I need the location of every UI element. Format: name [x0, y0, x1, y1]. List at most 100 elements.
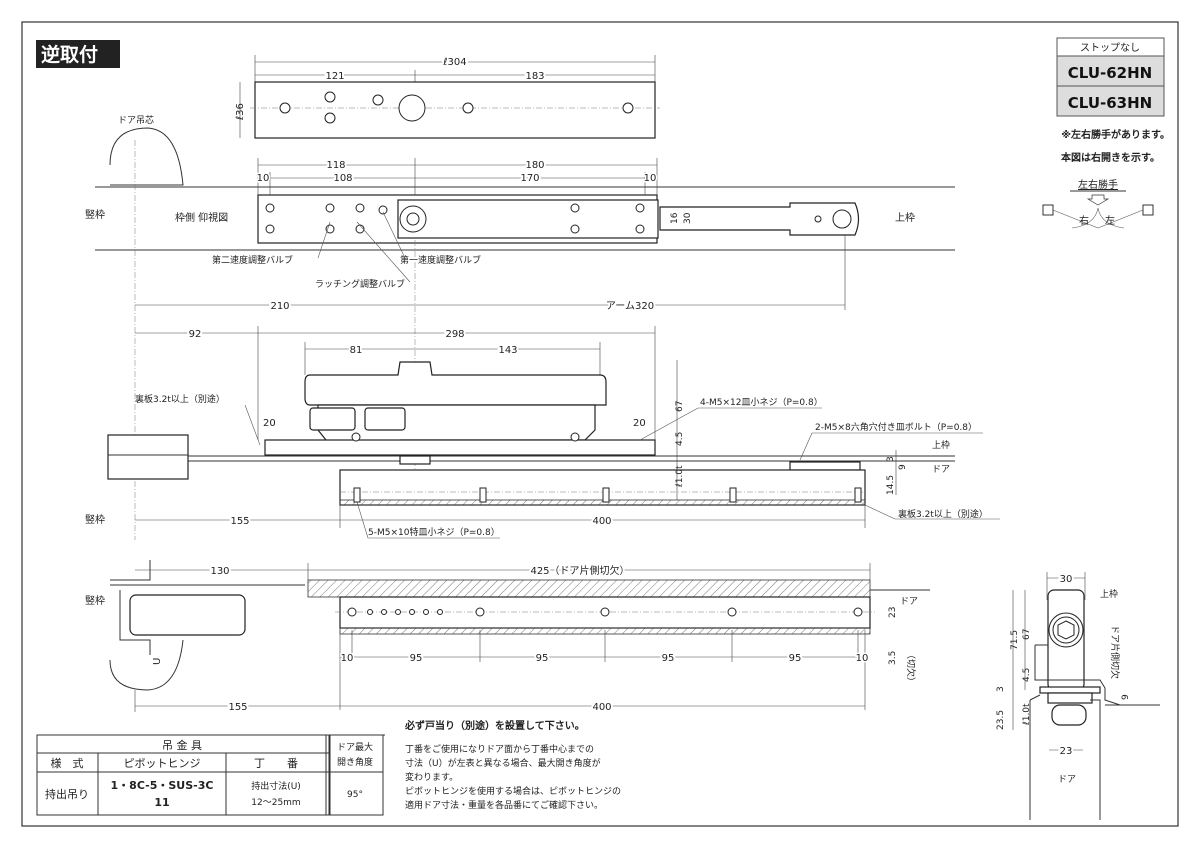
valve-1-label: 第一速度調整バルブ [400, 254, 481, 266]
dim-4-5: 4.5 [675, 432, 685, 446]
dim-20-left: 20 [263, 418, 276, 429]
pitch-dim: 95 [662, 653, 675, 664]
dim-16: 16 [670, 212, 680, 224]
screw-label-1: 4-M5×12皿小ネジ（P=0.8） [700, 397, 823, 408]
u-label: U [152, 658, 163, 665]
dim-143: 143 [498, 345, 517, 356]
note-line: 寸法（U）が左表と異なる場合、最大開き角度が [405, 757, 601, 769]
dim-plate-height: ℓ36 [235, 103, 246, 120]
model-box-header: ストップなし [1080, 42, 1140, 54]
section-detail: 30 上枠 71.5 67 4.5 3 23.5 ℓ1.0t 23 ドア ドア片… [996, 572, 1160, 820]
dim-30: 30 [683, 212, 693, 224]
vertical-frame-label-plan: 竪枠 [85, 594, 105, 607]
frame-view: ドア吊芯 竪枠 枠側 仰視図 上枠 118 180 10 108 170 10 … [85, 114, 955, 540]
notes: 必ず戸当り（別途）を設置して下さい。 丁番をご使用になりドア面から丁番中心までの… [404, 719, 621, 811]
pitch-dim: 10 [856, 653, 869, 664]
door-label-side: ドア [932, 465, 950, 475]
dim-155-plan: 155 [228, 702, 247, 713]
note-line: 適用ドア寸法・重量を各品番にてご確認下さい。 [405, 799, 603, 811]
dim-170: 170 [520, 173, 539, 184]
table-row-hinge-2: 12〜25mm [251, 798, 300, 808]
dim-14-5: 14.5 [886, 475, 896, 495]
dim-3-5: 3.5 [888, 651, 898, 665]
drawing-border [21, 21, 1179, 827]
thickness-1t: ℓ1.0t [675, 465, 685, 488]
hand-right: 右 [1079, 214, 1089, 227]
section-dim-23-5: 23.5 [996, 710, 1006, 730]
section-dim-71-5: 71.5 [1010, 630, 1020, 650]
section-dim-4-5: 4.5 [1022, 668, 1032, 682]
section-dim-3: 3 [996, 686, 1006, 692]
pitch-dim: 95 [789, 653, 802, 664]
screw-label-2: 2-M5×8六角穴付き皿ボルト（P=0.8） [815, 421, 977, 433]
dim-3: 3 [886, 456, 896, 462]
dim-400-plan: 400 [592, 702, 611, 713]
dim-arm-320: アーム320 [606, 300, 654, 312]
hand-title: 左右勝手 [1078, 178, 1118, 191]
model-name: CLU-62HN [1068, 64, 1152, 82]
section-cutout: ドア片側切欠 [1109, 625, 1121, 679]
screw-holes [265, 203, 645, 234]
model-name: CLU-63HN [1068, 94, 1152, 112]
pitch-dim: 95 [410, 653, 423, 664]
dim-23-plan: 23 [888, 607, 898, 618]
note-line: 丁番をご使用になりドア面から丁番中心までの [405, 743, 594, 755]
section-dim-23: 23 [1060, 746, 1073, 757]
hand-note-1: ※左右勝手があります。 [1061, 128, 1170, 141]
dim-81: 81 [350, 345, 363, 356]
dim-20-right: 20 [633, 418, 646, 429]
mounting-plate-view: ℓ304 121 183 ℓ36 [235, 55, 660, 139]
hand-left: 左 [1105, 214, 1115, 227]
vertical-frame-label-side: 竪枠 [85, 513, 105, 526]
view-label: 枠側 仰視図 [175, 211, 228, 224]
dim-108: 108 [333, 173, 352, 184]
section-thickness: ℓ1.0t [1022, 703, 1032, 726]
table-row-angle: 95° [347, 790, 363, 800]
hardware-table: 吊 金 具 ドア最大 開き角度 様 式 ピボットヒンジ 丁 番 持出吊り 1・8… [36, 734, 385, 816]
pivot-label: ドア吊芯 [118, 114, 154, 126]
title-background [36, 40, 120, 68]
table-col-hinge: 丁 番 [254, 757, 298, 770]
plan-holes [347, 607, 863, 617]
latch-valve-label: ラッチング調整バルブ [315, 278, 405, 290]
plan-view: 竪枠 U 130 425（ドア片側切欠） ドア 23 （切欠） 3.5 10 [85, 560, 930, 715]
cutout-425: 425（ドア片側切欠） [530, 564, 629, 577]
model-box: ストップなし CLU-62HN CLU-63HN [1056, 37, 1165, 117]
dim-210: 210 [270, 301, 289, 312]
valve-2-label: 第二速度調整バルブ [212, 254, 293, 266]
dim-10-right: 10 [644, 173, 657, 184]
note-line: 変わります。 [405, 771, 458, 783]
section-head-frame: 上枠 [1100, 588, 1118, 600]
drawing-title: 逆取付 [41, 43, 98, 66]
backplate-label-bottom: 裏板3.2t以上（別途） [898, 508, 988, 520]
dim-118: 118 [326, 160, 345, 171]
table-row-hinge-1: 持出寸法(U) [251, 780, 301, 792]
table-row-style: 持出吊り [45, 787, 89, 801]
pitch-dim: 10 [341, 653, 354, 664]
dim-10-left: 10 [257, 173, 270, 184]
dim-183: 183 [525, 71, 544, 82]
notes-heading: 必ず戸当り（別途）を設置して下さい。 [404, 719, 585, 732]
dim-92: 92 [189, 329, 202, 340]
dim-298: 298 [445, 329, 464, 340]
dim-overall-length: ℓ304 [443, 57, 466, 68]
table-row-pivot-1: 1・8C-5・SUS-3C [111, 779, 214, 792]
hand-diagram: 右 左 [1042, 190, 1154, 229]
pitch-dim: 95 [536, 653, 549, 664]
table-col-style: 様 式 [51, 756, 84, 770]
table-angle-header-1: ドア最大 [337, 741, 373, 753]
head-frame-label: 上枠 [895, 211, 915, 224]
vertical-frame-label: 竪枠 [85, 208, 105, 221]
section-door: ドア [1058, 775, 1076, 785]
dim-67: 67 [675, 401, 685, 412]
dim-180: 180 [525, 160, 544, 171]
section-dim-9: 9 [1121, 694, 1131, 700]
hand-note-2: 本図は右開きを示す。 [1061, 151, 1160, 164]
table-angle-header-2: 開き角度 [337, 756, 373, 768]
section-dim-67: 67 [1022, 629, 1032, 640]
table-row-pivot-2: 11 [154, 796, 169, 809]
section-dim-30: 30 [1060, 574, 1073, 585]
screw-label-3: 5-M5×10特皿小ネジ（P=0.8） [368, 526, 500, 538]
head-frame-label-side: 上枠 [932, 439, 950, 451]
